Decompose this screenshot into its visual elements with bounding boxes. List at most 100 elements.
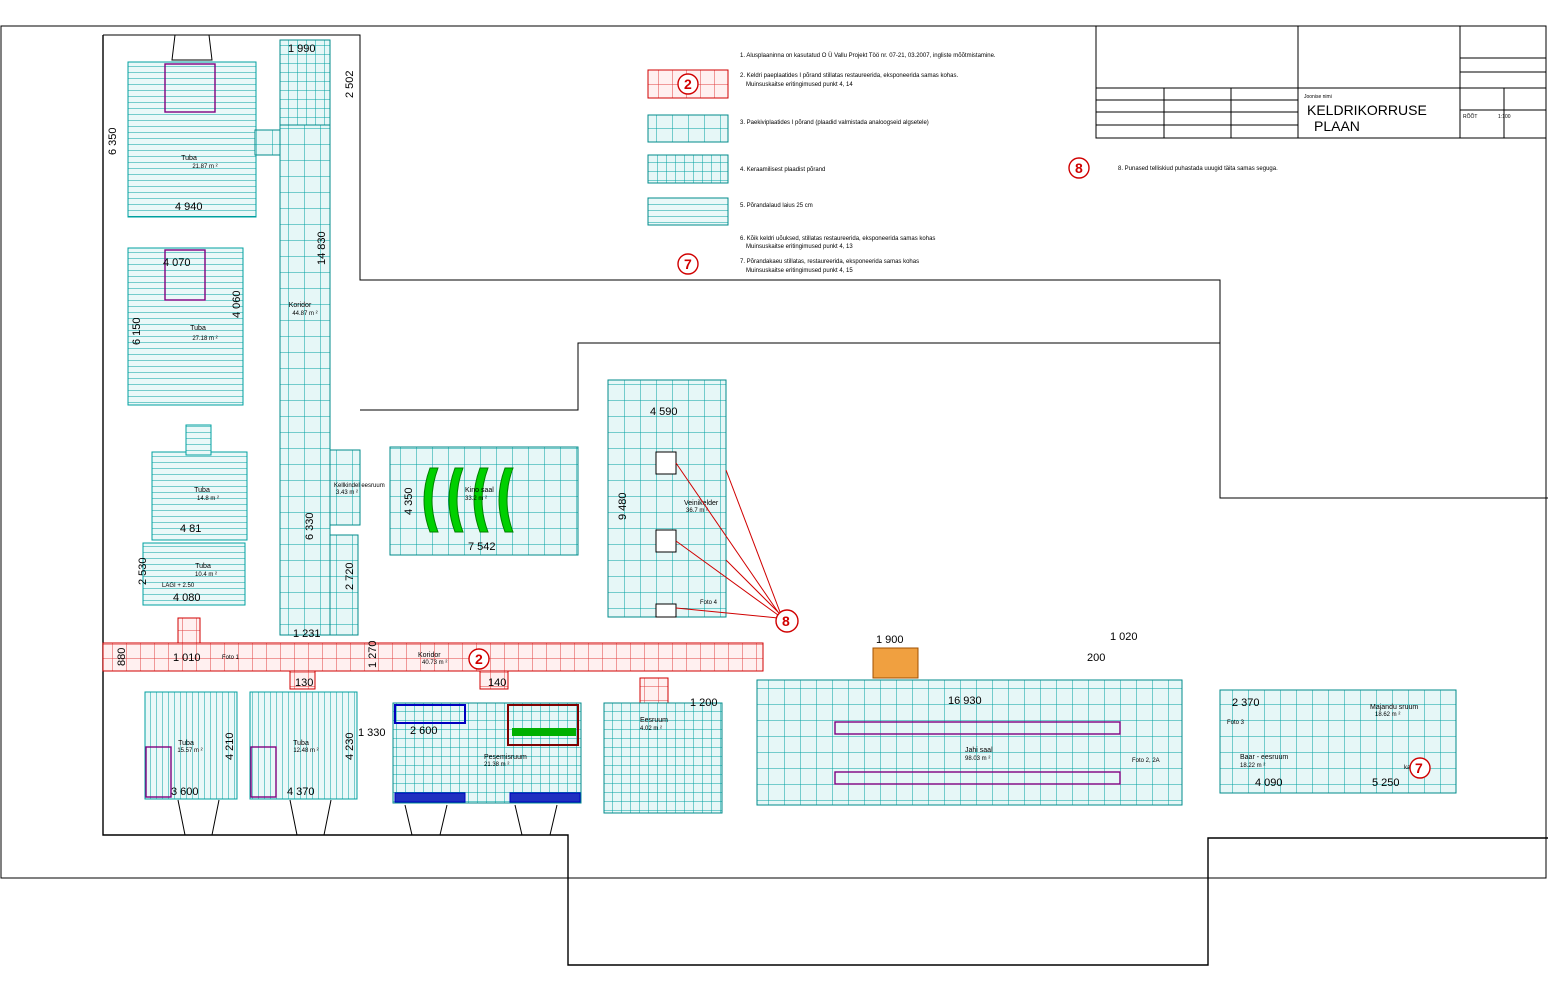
- drawing-title-line2: PLAAN: [1314, 118, 1360, 134]
- legend-swatch-4: [647, 154, 729, 184]
- project-label: Joonise nimi: [1304, 94, 1332, 100]
- room-area-eesruum: 4.02 m ²: [640, 726, 662, 732]
- note-1: 1. Alusplaaninna on kasutatud O Ü Vallu …: [740, 52, 996, 59]
- dim-4080: 4 080: [173, 592, 201, 604]
- room-area-veinikelder: 36.7 m ²: [686, 508, 708, 514]
- dim-1330: 1 330: [358, 727, 386, 739]
- room-area-tuba2: 27.18 m ²: [192, 336, 217, 342]
- ceiling-height: LAGI + 2.50: [162, 583, 195, 589]
- dim-1200: 1 200: [690, 697, 718, 709]
- label-foto3: Foto 3: [1227, 720, 1245, 726]
- room-name-koridor2: Koridor: [418, 652, 441, 659]
- marker-8-plan-text: 8: [782, 613, 790, 629]
- room-name-tuba6: Tuba: [293, 740, 309, 747]
- room-name-tuba1: Tuba: [181, 155, 197, 162]
- legend-marker-8-text: 8: [1075, 160, 1083, 176]
- sheet-border: [0, 25, 1547, 879]
- dim-4590: 4 590: [650, 406, 678, 418]
- dim-4350: 4 350: [403, 487, 415, 515]
- marker-7-plan: [1409, 757, 1431, 779]
- room-name-baar: Baar - eesruum: [1240, 754, 1288, 761]
- dim-880: 880: [116, 648, 128, 666]
- room-tuba2: Tuba 27.18 m ² 4 070 6 150 4 060: [127, 247, 244, 406]
- window-niches: [171, 34, 558, 836]
- dim-130: 130: [295, 677, 313, 689]
- room-name-majandusruum: Majandu sruum: [1370, 704, 1418, 711]
- room-name-kellkindel: Kellkindel eesruum: [334, 483, 385, 489]
- dim-4230: 4 230: [344, 732, 356, 760]
- room-name-tuba5: Tuba: [178, 740, 194, 747]
- note-5: 5. Põrandalaud laius 25 cm: [740, 203, 813, 209]
- marker-2-plan-text: 2: [475, 651, 483, 667]
- legend-marker-2: [677, 73, 699, 95]
- room-tuba1: Tuba 21.87 m ² 4 940 6 350: [107, 61, 257, 218]
- room-jahisaal: Jahi saal Jahi saal 98.03 m ² 16 930 1 9…: [756, 631, 1183, 806]
- legend-swatch-5: [647, 197, 729, 226]
- dim-16930: 16 930: [948, 695, 982, 707]
- room-name-jahisaal-main: Jahi saal: [965, 747, 993, 754]
- note-7b: Muinsuskaitse eritingimused punkt 4, 15: [746, 268, 853, 274]
- title-block: Joonise nimi KELDRIKORRUSE PLAAN RÕÕT 1:…: [1095, 25, 1547, 139]
- room-area-koridor1: 44.87 m ²: [292, 311, 317, 317]
- legend-marker-7-text: 7: [684, 256, 692, 272]
- dim-14830: 14 830: [316, 231, 328, 265]
- title-cell-a: RÕÕT: [1463, 113, 1477, 120]
- room-name-koridor1: Koridor: [289, 302, 312, 309]
- legend-marker-7: [677, 253, 699, 275]
- dim-5250: 5 250: [1372, 777, 1400, 789]
- building-outline: [102, 34, 1548, 966]
- note-4: 4. Keraamilisest plaadist põrand: [740, 167, 825, 173]
- dim-4210: 4 210: [224, 732, 236, 760]
- room-area-kino: 33.2 m ²: [465, 496, 487, 502]
- dim-1010: 1 010: [173, 652, 201, 664]
- dim-1020: 1 020: [1110, 631, 1138, 643]
- room-area-baar: 18.22 m ²: [1240, 763, 1265, 769]
- note-3: 3. Paekiviplaatides I põrand (plaadid va…: [740, 120, 929, 126]
- dim-2502: 2 502: [344, 70, 356, 98]
- room-name-tuba4: Tuba: [195, 563, 211, 570]
- note-6a: 6. Kõik keldri uõuksed, stillatas restau…: [740, 236, 935, 242]
- room-veinikelder: Veinikelder 36.7 m ² 4 590 9 480 Foto 4 …: [607, 379, 799, 633]
- dim-6350: 6 350: [107, 127, 119, 155]
- room-area-kellkindel: 3.43 m ²: [336, 490, 358, 496]
- dim-3600: 3 600: [171, 786, 199, 798]
- room-tuba4: Tuba 10.4 m ² LAGI + 2.50 4 080 2 530: [137, 542, 246, 606]
- note-2a: 2. Keldri paeplaatides I põrand stillata…: [740, 73, 958, 79]
- room-area-tuba3: 14.8 m ²: [197, 496, 219, 502]
- room-tuba3: Tuba 14.8 m ² 4 81: [151, 424, 248, 541]
- room-kellkindel: Kellkindel eesruum 3.43 m ²: [329, 449, 385, 526]
- jahisaal-seats: [834, 721, 1121, 785]
- room-name-kino: Kino saal: [465, 487, 494, 494]
- dim-1990: 1 990: [288, 43, 316, 55]
- marker-2-plan: [468, 648, 490, 670]
- note-2b: Muinsuskaitse eritingimused punkt 4, 14: [746, 82, 853, 88]
- dim-4060: 4 060: [231, 290, 243, 318]
- legend-marker-8: [1068, 157, 1090, 179]
- dim-1270: 1 270: [367, 640, 379, 668]
- legend: 1. Alusplaaninna on kasutatud O Ü Vallu …: [647, 52, 1278, 275]
- room-kino: Kino saal 33.2 m ² 7 542 4 350: [389, 446, 579, 556]
- label-foto4: Foto 4: [700, 600, 718, 606]
- dim-6150: 6 150: [131, 317, 143, 345]
- room-area-jahisaal: 98.03 m ²: [965, 756, 990, 762]
- room-name-tuba3: Tuba: [194, 487, 210, 494]
- room-area-tuba5: 15.57 m ²: [177, 748, 202, 754]
- room-name-tuba2: Tuba: [190, 325, 206, 332]
- label-foto1: Foto 1: [222, 655, 240, 661]
- note-6b: Muinsuskaitse eritingimused punkt 4, 13: [746, 244, 853, 250]
- drawing-title-line1: KELDRIKORRUSE: [1307, 102, 1427, 118]
- dim-2720: 2 720: [344, 562, 356, 590]
- dim-6330: 6 330: [304, 512, 316, 540]
- dim-200: 200: [1087, 652, 1105, 664]
- room-tuba5: Tuba 15.57 m ² 3 600 4 210: [144, 691, 238, 800]
- dim-140: 140: [488, 677, 506, 689]
- room-eesruum: Eesruum 4.02 m ² 1 200: [603, 697, 723, 814]
- title-cell-b: 1:100: [1498, 114, 1511, 120]
- room-name-pesuruum: Pesemisruum: [484, 754, 527, 761]
- dim-1900: 1 900: [876, 634, 904, 646]
- room-name-veinikelder: Veinikelder: [684, 500, 719, 507]
- room-koridor1: Koridor 44.87 m ² 1 990 2 502 14 830 6 3…: [254, 39, 359, 640]
- dim-4370: 4 370: [287, 786, 315, 798]
- marker-8-plan: [775, 609, 799, 633]
